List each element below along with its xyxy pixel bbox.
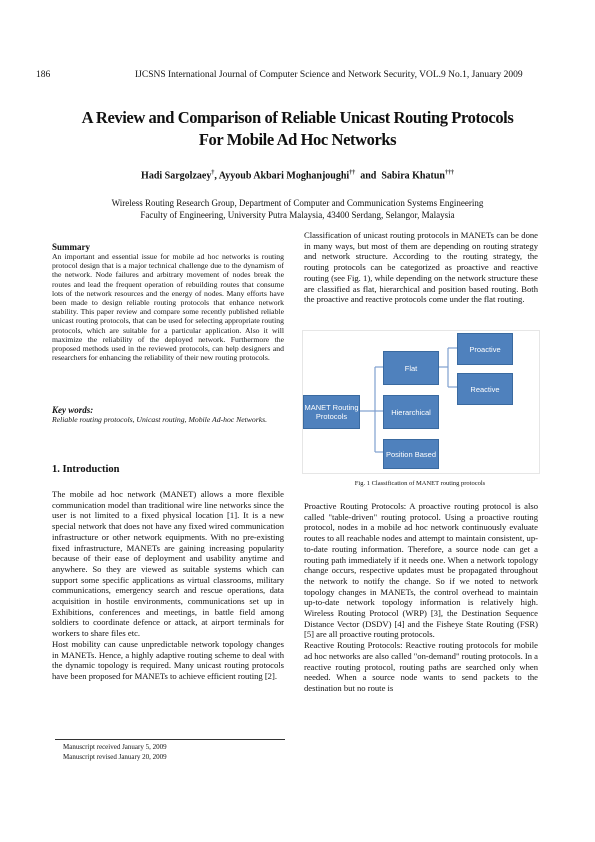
keywords-heading: Key words:: [52, 405, 94, 415]
keywords-text: Reliable routing protocols, Unicast rout…: [52, 415, 268, 424]
proactive-paragraph: Proactive Routing Protocols: A proactive…: [304, 501, 538, 640]
node-position-based: Position Based: [383, 439, 439, 469]
classification-paragraph: Classification of unicast routing protoc…: [304, 230, 538, 305]
node-reactive: Reactive: [457, 373, 513, 405]
reactive-paragraph: Reactive Routing Protocols: Reactive rou…: [304, 640, 538, 693]
affiliation-line-1: Wireless Routing Research Group, Departm…: [111, 198, 484, 208]
figure-connectors: [360, 347, 457, 453]
figure-caption: Fig. 1 Classification of MANET routing p…: [354, 480, 486, 487]
summary-heading: Summary: [52, 242, 90, 252]
footnote-revised: Manuscript revised January 20, 2009: [63, 753, 167, 761]
title-line-2: For Mobile Ad Hoc Networks: [198, 130, 397, 149]
author-and: and: [355, 170, 382, 182]
figure-1: MANET Routing Protocols Flat Hierarchica…: [302, 330, 540, 474]
summary-section: Summary An important and essential issue…: [52, 242, 284, 362]
intro-paragraph-1: The mobile ad hoc network (MANET) allows…: [52, 489, 284, 639]
node-proactive: Proactive: [457, 333, 513, 365]
node-manet-routing: MANET Routing Protocols: [303, 395, 360, 429]
affiliation: Wireless Routing Research Group, Departm…: [0, 197, 595, 221]
protocols-body: Proactive Routing Protocols: A proactive…: [304, 501, 538, 694]
title-line-1: A Review and Comparison of Reliable Unic…: [81, 108, 514, 127]
paper-title: A Review and Comparison of Reliable Unic…: [0, 107, 595, 151]
summary-text: An important and essential issue for mob…: [52, 252, 284, 363]
author-list: Hadi Sargolzaey†, Ayyoub Akbari Moghanjo…: [0, 170, 595, 181]
affiliation-line-2: Faculty of Engineering, University Putra…: [140, 210, 455, 220]
author-2-mark: ††: [349, 170, 356, 176]
page-number: 186: [36, 70, 51, 80]
footnote-rule: [55, 739, 285, 740]
node-flat: Flat: [383, 351, 439, 385]
footnote-received: Manuscript received January 5, 2009: [63, 743, 167, 751]
intro-heading: 1. Introduction: [52, 464, 120, 475]
author-1: Hadi Sargolzaey: [141, 170, 212, 182]
intro-paragraph-2: Host mobility can cause unpredictable ne…: [52, 638, 284, 681]
author-3: Sabira Khatun: [381, 170, 445, 182]
keywords-section: Key words: Reliable routing protocols, U…: [52, 405, 284, 424]
author-1-mark: †: [211, 170, 215, 176]
journal-header: IJCSNS International Journal of Computer…: [135, 70, 523, 80]
author-2: , Ayyoub Akbari Moghanjoughi: [214, 170, 350, 182]
intro-body: The mobile ad hoc network (MANET) allows…: [52, 489, 284, 682]
author-3-mark: †††: [444, 170, 454, 176]
node-hierarchical: Hierarchical: [383, 395, 439, 429]
